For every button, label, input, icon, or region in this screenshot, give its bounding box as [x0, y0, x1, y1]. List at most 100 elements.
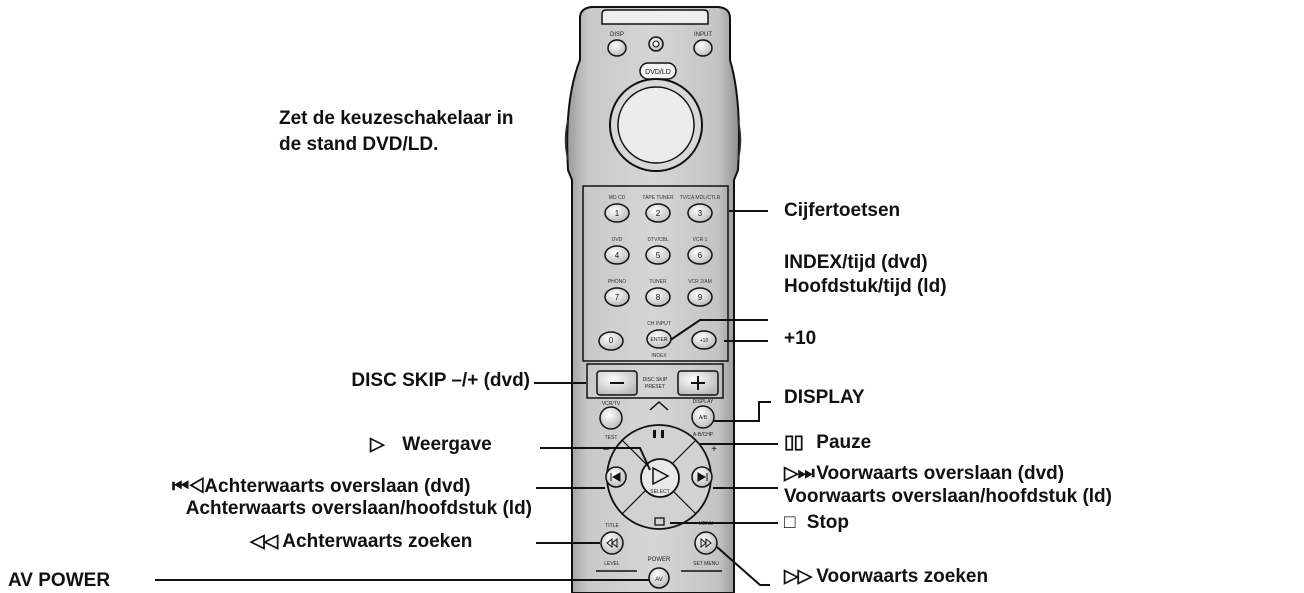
select-label: SELECT	[650, 489, 669, 495]
leader-weergave	[540, 447, 651, 471]
number-key-digit: 2	[656, 209, 661, 218]
mode-label: DVD/LD	[645, 69, 671, 76]
test-label: TEST	[605, 435, 618, 441]
number-key-5[interactable]: DTV/CBL 5	[645, 237, 671, 265]
label-cijfertoetsen: Cijfertoetsen	[784, 200, 901, 221]
display-button[interactable]: DISPLAY A/B A-B/CHP	[691, 399, 715, 438]
number-key-digit: 6	[698, 251, 703, 260]
label-skip-forward-line2: Voorwaarts overslaan/hoofdstuk (ld)	[784, 486, 1112, 507]
fast-forward-icon	[700, 537, 712, 549]
stop-button[interactable]	[654, 517, 665, 526]
play-button[interactable]: SELECT	[640, 458, 680, 498]
label-pauze: ▯▯Pauze	[784, 432, 871, 454]
number-key-digit: 7	[615, 293, 620, 302]
vcr-tv-button[interactable]: VCR/TV TEST	[599, 401, 623, 441]
skip-back-button[interactable]: –	[603, 444, 627, 488]
plus-sign: +	[711, 444, 717, 455]
number-key-8[interactable]: TUNER 8	[645, 279, 671, 307]
ab-sub-label: A-B/CHP	[693, 432, 714, 438]
label-index-line1: INDEX/tijd (dvd)	[784, 252, 928, 273]
label-disc-skip: DISC SKIP –/+ (dvd)	[351, 370, 530, 391]
minus-sign: –	[603, 444, 609, 455]
label-search-back: ◁◁Achterwaarts zoeken	[250, 531, 472, 553]
selector-instruction-line1: Zet de keuzeschakelaar in	[279, 108, 514, 129]
display-button-label: DISPLAY	[693, 399, 714, 405]
power-icon	[652, 40, 660, 48]
label-skip-back-line2: Achterwaarts overslaan/hoofdstuk (ld)	[185, 498, 532, 519]
number-key-source-label: TAPE TUNER	[642, 195, 674, 201]
skip-forward-button[interactable]: +	[691, 444, 717, 488]
search-back-button[interactable]: TITLE LEVEL	[600, 523, 624, 567]
pause-button[interactable]	[649, 400, 669, 438]
label-stop-text: Stop	[806, 512, 850, 533]
vcr-tv-label: VCR/TV	[602, 401, 621, 407]
number-key-9[interactable]: VCR 2/AM 9	[687, 279, 713, 307]
leader-display	[714, 401, 771, 422]
skip-forward-icon	[697, 472, 708, 482]
enter-button-top-label: CH INPUT	[647, 321, 671, 327]
number-key-digit: 4	[615, 251, 620, 260]
power-standby-button[interactable]	[648, 36, 664, 52]
mode-selector[interactable]: DVD/LD	[609, 62, 703, 172]
label-weergave: ▷ Weergave	[370, 434, 492, 456]
search-back-symbol-icon: ◁◁	[250, 531, 278, 552]
number-key-0[interactable]: 0	[598, 331, 624, 351]
level-label: LEVEL	[604, 561, 620, 567]
label-search-back-text: Achterwaarts zoeken	[282, 531, 473, 552]
leader-index	[665, 319, 768, 344]
label-skip-back-line1: ⏮◁Achterwaarts overslaan (dvd)	[172, 476, 470, 498]
input-label: INPUT	[694, 32, 712, 38]
disc-skip-plus-button[interactable]	[677, 370, 719, 396]
setmenu-label: SET MENU	[693, 561, 719, 567]
pause-bar-left-icon	[653, 430, 656, 438]
number-key-source-label: MD CD	[609, 195, 626, 201]
number-key-digit: 3	[698, 209, 703, 218]
number-key-source-label: VCR 1	[693, 237, 708, 243]
label-display: DISPLAY	[784, 387, 865, 408]
enter-button-label: ENTER	[651, 337, 668, 343]
play-icon	[652, 466, 670, 486]
number-pad	[582, 185, 729, 362]
leader-search-forward	[716, 546, 770, 586]
up-chevron-icon	[649, 400, 669, 411]
title-label: TITLE	[605, 523, 619, 529]
disc-skip-minus-button[interactable]	[596, 370, 638, 396]
stop-symbol-icon: □	[784, 512, 795, 533]
rewind-icon	[606, 537, 618, 549]
av-power-button[interactable]: POWER AV	[596, 557, 722, 589]
skip-forward-symbol-icon: ▷⏭	[784, 463, 815, 484]
av-label: AV	[655, 577, 663, 583]
selector-instruction-line2: de stand DVD/LD.	[279, 134, 439, 155]
label-search-forward-text: Voorwaarts zoeken	[816, 566, 989, 587]
disp-label: DISP	[610, 32, 624, 38]
label-skip-forward-text1: Voorwaarts overslaan (dvd)	[816, 463, 1065, 484]
number-key-1[interactable]: MD CD1	[604, 195, 630, 223]
preset-label: PRESET	[645, 384, 665, 390]
stop-icon	[654, 517, 665, 526]
ab-label: A/B	[699, 415, 708, 421]
skip-back-symbol-icon: ⏮◁	[172, 476, 205, 497]
label-weergave-text: Weergave	[402, 434, 492, 455]
disc-skip-panel: DISC SKIP PRESET	[586, 363, 724, 399]
plus10-button[interactable]: +10	[691, 330, 717, 350]
play-symbol-icon: ▷	[370, 434, 385, 455]
number-key-source-label: TUNER	[649, 279, 667, 285]
number-key-digit: 8	[656, 293, 661, 302]
plus10-button-label: +10	[700, 338, 709, 344]
skip-back-icon	[610, 472, 621, 482]
pause-bar-right-icon	[661, 430, 664, 438]
disp-button[interactable]: DISP	[607, 32, 627, 57]
number-key-2[interactable]: TAPE TUNER 2	[642, 195, 674, 223]
number-key-source-label: VCR 2/AM	[688, 279, 712, 285]
disc-skip-label: DISC SKIP	[643, 377, 668, 383]
number-key-source-label: DTV/CBL	[647, 237, 668, 243]
input-button[interactable]: INPUT	[693, 32, 713, 57]
number-key-6[interactable]: VCR 1 6	[687, 237, 713, 265]
number-key-digit: 9	[698, 293, 703, 302]
number-key-digit: 5	[656, 251, 661, 260]
